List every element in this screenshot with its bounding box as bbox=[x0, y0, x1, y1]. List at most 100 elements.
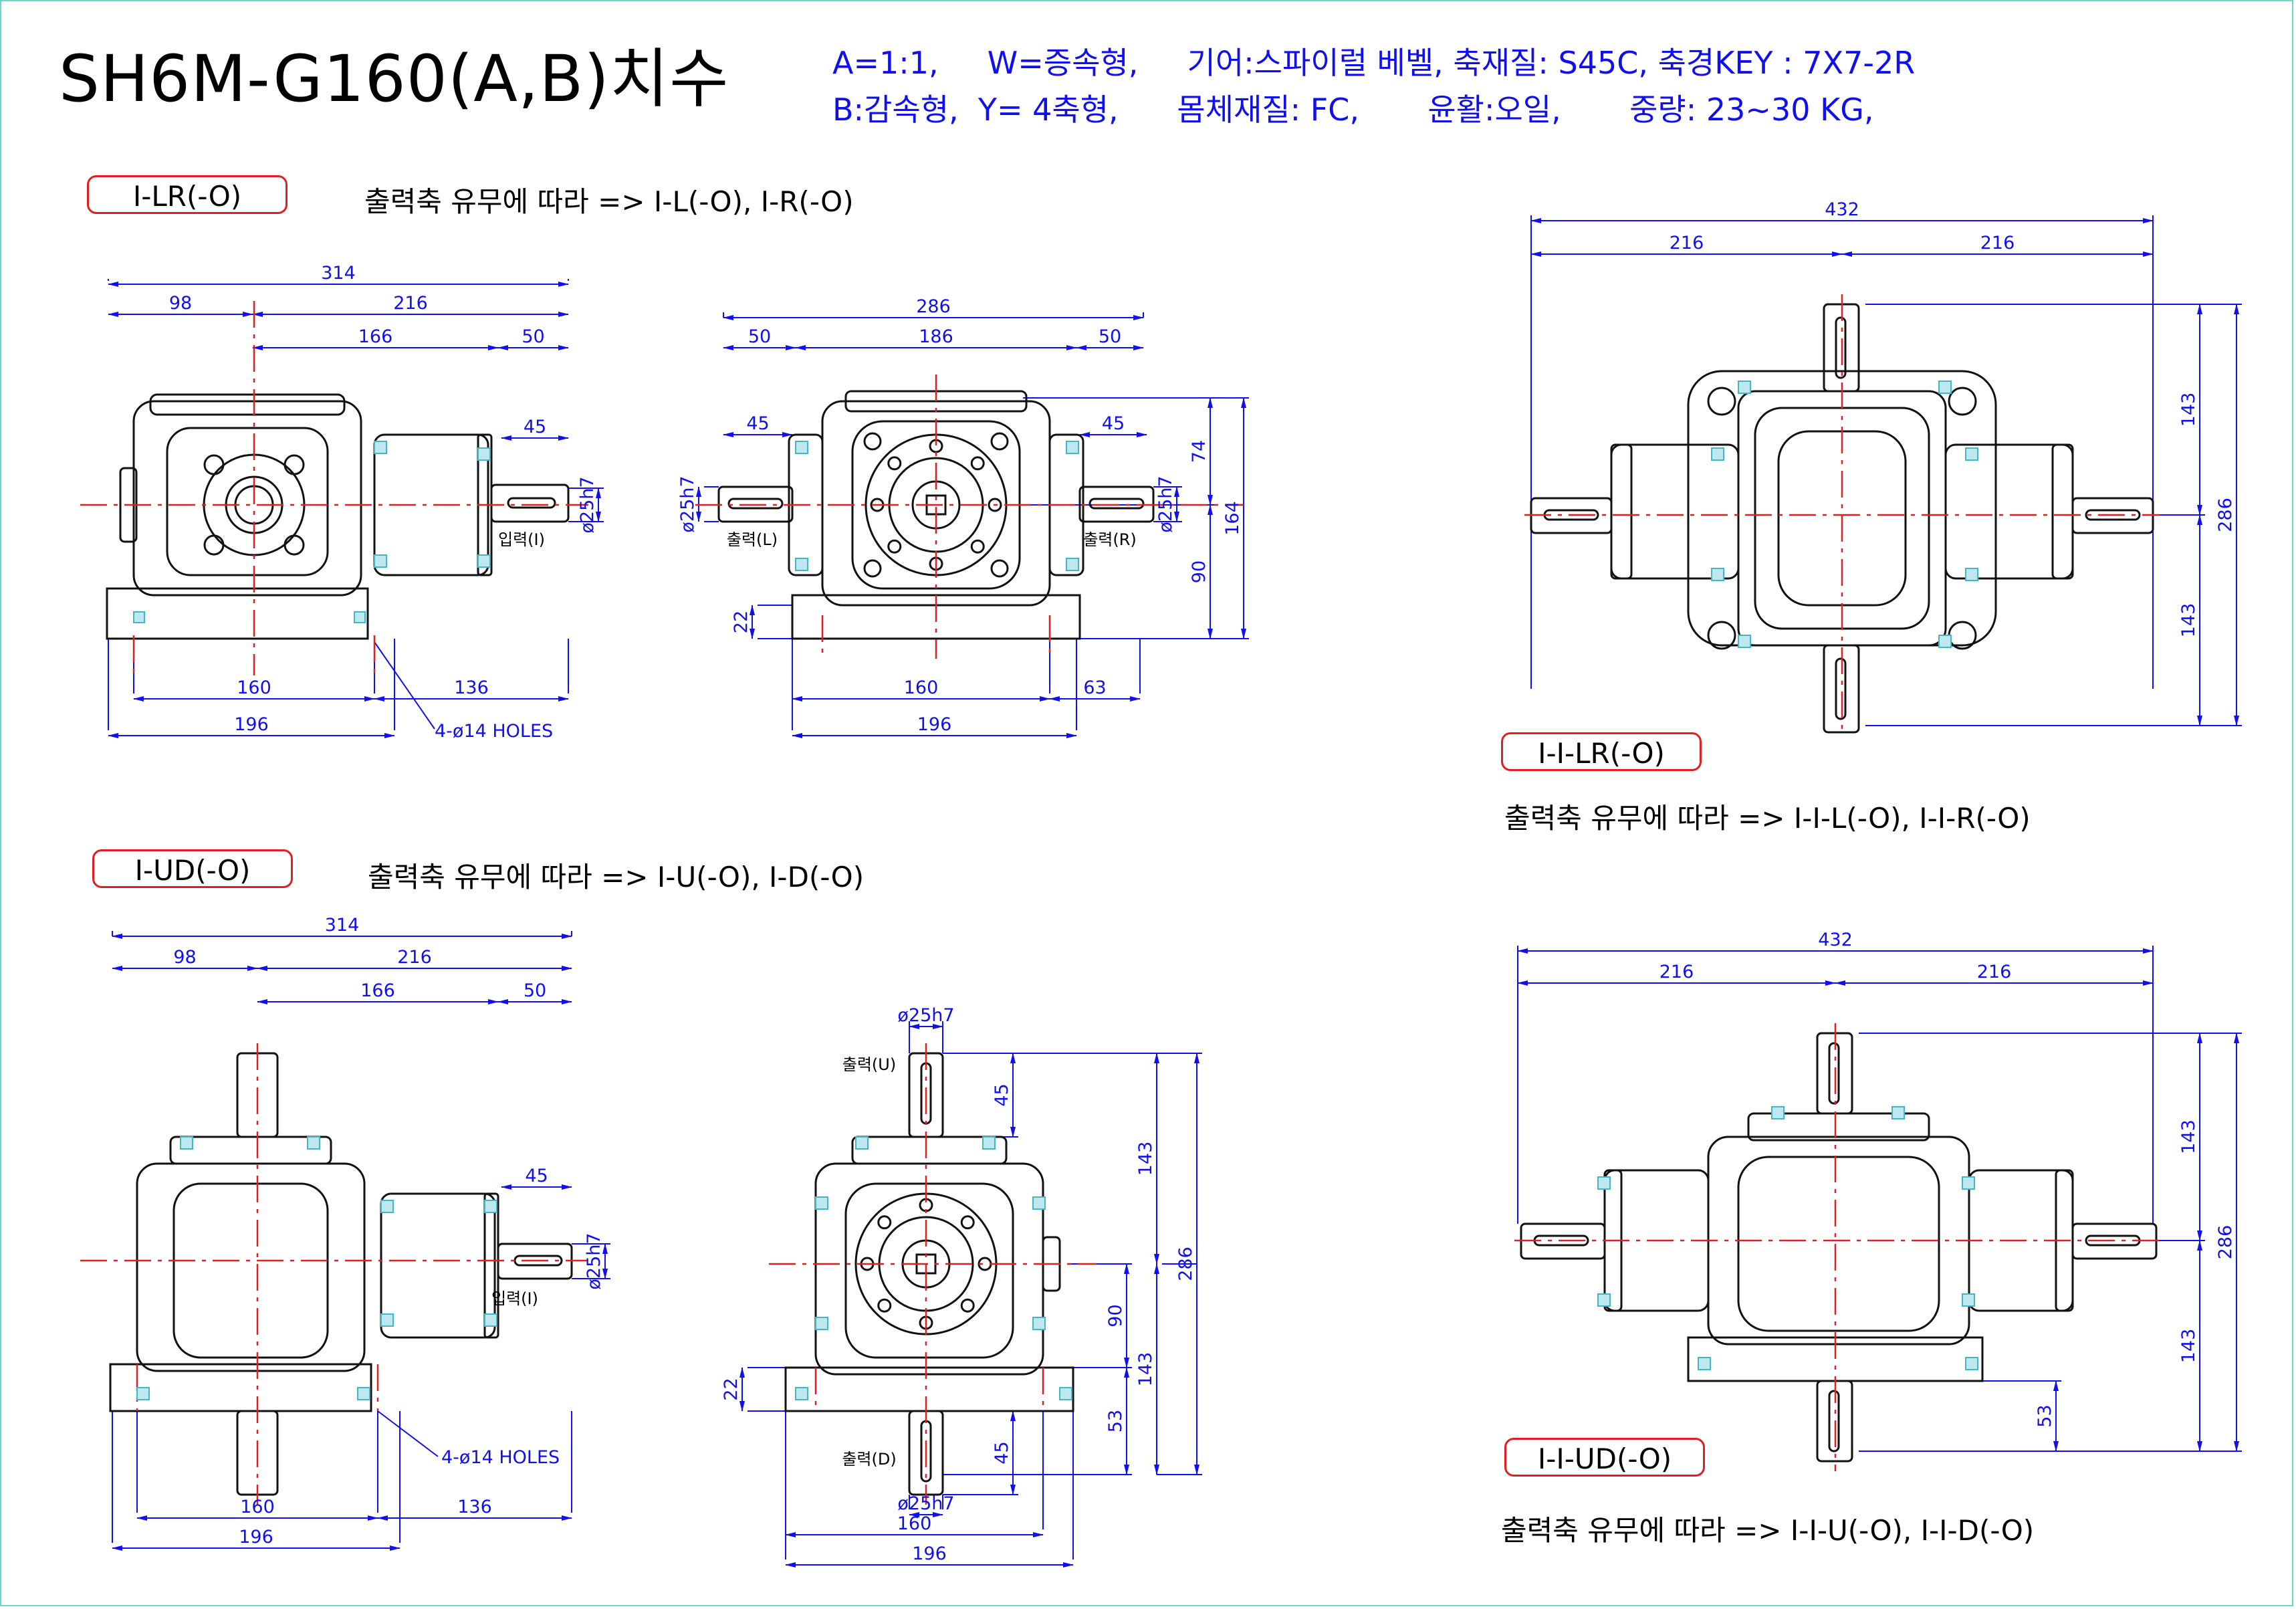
dimension-text: ø25h7 bbox=[897, 1493, 954, 1514]
keyway-r bbox=[2085, 509, 2141, 521]
dimension-text: 216 bbox=[1670, 233, 1704, 253]
shaft-bottom bbox=[1823, 644, 1860, 734]
screw-hole bbox=[203, 534, 225, 556]
bolt-head bbox=[357, 1387, 370, 1400]
dimension-text: 53 bbox=[2035, 1404, 2055, 1427]
bolt-head bbox=[374, 441, 387, 454]
dimension-text: 90 bbox=[1105, 1304, 1126, 1327]
bolt-head bbox=[380, 1200, 394, 1213]
dimension-text: ø25h7 bbox=[677, 475, 698, 532]
dimension-text: 90 bbox=[1189, 560, 1210, 583]
bolt-head bbox=[484, 1313, 497, 1327]
bolt-head bbox=[795, 558, 808, 571]
dimension-text: 입력(I) bbox=[498, 530, 545, 549]
bolt-head bbox=[1066, 558, 1079, 571]
bolt-head bbox=[1059, 1387, 1072, 1400]
dimension-text: 143 bbox=[2178, 393, 2199, 427]
base-foot bbox=[106, 587, 369, 640]
bolt-head bbox=[1891, 1106, 1905, 1119]
corner-hole bbox=[990, 559, 1009, 578]
bolt-head bbox=[1032, 1317, 1046, 1330]
bolt-head bbox=[477, 554, 491, 568]
mount-hole bbox=[1707, 387, 1736, 416]
bolt-head bbox=[354, 611, 366, 623]
dimension-text: 286 bbox=[916, 296, 951, 317]
bolt-head bbox=[1962, 1176, 1975, 1190]
screw-hole bbox=[988, 498, 1002, 512]
view-note-lr: 출력축 유무에 따라 => I-L(-O), I-R(-O) bbox=[364, 185, 854, 218]
dimension-text: 136 bbox=[454, 677, 489, 698]
leader bbox=[377, 1410, 439, 1457]
dimension-text: 164 bbox=[1222, 501, 1243, 536]
bolt-head bbox=[1962, 1293, 1975, 1307]
dimension-text: 입력(I) bbox=[491, 1289, 538, 1308]
dimension-text: ø25h7 bbox=[1155, 475, 1176, 532]
bolt-head bbox=[380, 1313, 394, 1327]
dimension-text: 136 bbox=[457, 1497, 492, 1517]
dimension-text: 166 bbox=[358, 326, 393, 347]
bolt-head bbox=[1965, 568, 1978, 581]
screw-hole bbox=[887, 539, 902, 554]
dimension-text: 22 bbox=[731, 611, 752, 633]
bolt-head bbox=[1738, 635, 1751, 648]
dimension-text: 50 bbox=[1099, 326, 1121, 347]
view-tag-iud: I-I-UD(-O) bbox=[1504, 1438, 1705, 1477]
bolt-head bbox=[795, 441, 808, 454]
bolt-head bbox=[1032, 1196, 1046, 1210]
corner-hole bbox=[990, 432, 1009, 451]
dimension-text: 160 bbox=[904, 677, 939, 698]
dimension-text: 53 bbox=[1105, 1410, 1126, 1432]
flange-face bbox=[173, 1182, 329, 1359]
bolt-head bbox=[484, 1200, 497, 1213]
view-tag-ilr: I-I-LR(-O) bbox=[1501, 732, 1702, 771]
dimension-text: ø25h7 bbox=[897, 1005, 954, 1026]
bolt-head bbox=[1597, 1176, 1611, 1190]
dimension-text: 216 bbox=[397, 947, 432, 968]
view-tag-lr: I-LR(-O) bbox=[87, 175, 288, 214]
dimension-text: 216 bbox=[1659, 962, 1694, 982]
keyway-l bbox=[727, 498, 784, 510]
dimension-text: 216 bbox=[1980, 233, 2015, 253]
dimension-text: 216 bbox=[393, 293, 428, 314]
screw-hole bbox=[960, 1298, 975, 1313]
screw-hole bbox=[970, 539, 985, 554]
bolt-head bbox=[1965, 447, 1978, 461]
spec-line-2: B:감속형, Y= 4축형, 몸체재질: FC, 윤활:오일, 중량: 23~3… bbox=[832, 92, 1874, 128]
dimension-text: 160 bbox=[240, 1497, 275, 1517]
screw-hole bbox=[877, 1298, 892, 1313]
keyway-b bbox=[1835, 657, 1847, 720]
screw-hole bbox=[887, 456, 902, 471]
bolt-head bbox=[1711, 568, 1724, 581]
dimension-text: 143 bbox=[2178, 1329, 2199, 1364]
bolt-head bbox=[1698, 1357, 1711, 1370]
dimension-text: 143 bbox=[2178, 1119, 2199, 1154]
keyway-b bbox=[1828, 1390, 1840, 1453]
dimension-text: 45 bbox=[1102, 413, 1125, 434]
view-note-ilr: 출력축 유무에 따라 => I-I-L(-O), I-I-R(-O) bbox=[1504, 802, 2031, 835]
bolt-head bbox=[180, 1136, 193, 1150]
dimension-text: 45 bbox=[524, 417, 546, 437]
bolt-head bbox=[1938, 381, 1952, 394]
screw-hole bbox=[970, 456, 985, 471]
screw-hole bbox=[203, 454, 225, 475]
dimension-text: 286 bbox=[1175, 1247, 1196, 1281]
dimension-text: 314 bbox=[325, 915, 360, 936]
keyway-t bbox=[1828, 1042, 1840, 1105]
dimension-text: 196 bbox=[917, 714, 952, 735]
housing bbox=[136, 1162, 366, 1372]
dimension-text: 74 bbox=[1189, 440, 1210, 463]
flange-face bbox=[166, 427, 329, 576]
input-shaft bbox=[490, 484, 570, 523]
bolt-head bbox=[307, 1136, 320, 1150]
bolt-head bbox=[815, 1317, 828, 1330]
mount-hole bbox=[1948, 387, 1977, 416]
spec-line-1: A=1:1, W=증속형, 기어:스파이럴 베벨, 축재질: S45C, 축경K… bbox=[832, 45, 1916, 81]
dimension-text: 출력(R) bbox=[1083, 530, 1137, 549]
dimension-text: 216 bbox=[1977, 962, 2012, 982]
side-cover bbox=[380, 1192, 496, 1339]
housing bbox=[132, 400, 362, 597]
dimension-text: 432 bbox=[1825, 199, 1859, 220]
dimension-text: 196 bbox=[912, 1543, 947, 1564]
bolt-head bbox=[1597, 1293, 1611, 1307]
